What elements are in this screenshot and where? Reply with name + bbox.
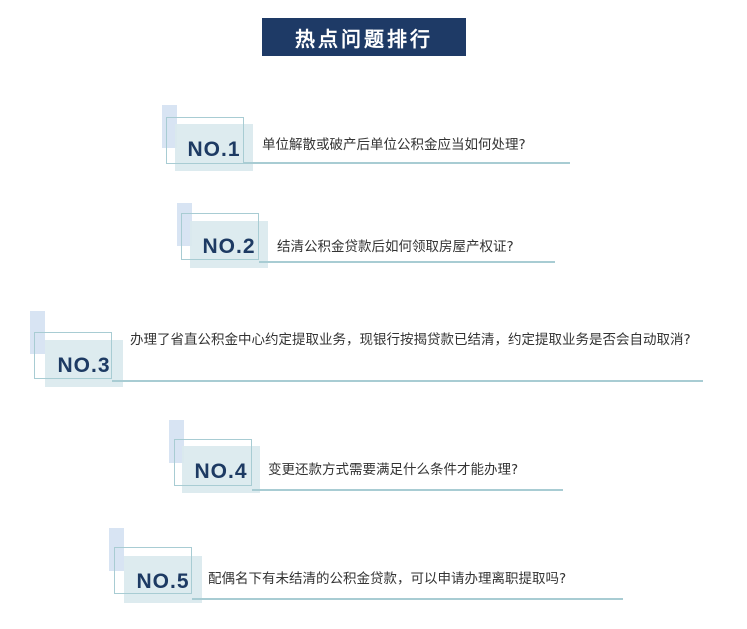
rank-box-outline [34,332,112,379]
question-text[interactable]: 配偶名下有未结清的公积金贷款，可以申请办理离职提取吗? [208,571,567,587]
rank-label: NO.3 [57,353,111,377]
rank-label: NO.5 [136,569,190,593]
underline [244,162,570,164]
decor-bar [109,528,124,571]
rank-box-fill [124,556,202,603]
rank-box-outline [114,547,192,594]
decor-bar [169,420,184,463]
rank-box-outline [174,439,252,486]
page-title: 热点问题排行 [262,18,466,56]
rank-box-outline [181,213,259,260]
rank-box-outline [166,117,244,164]
question-text[interactable]: 变更还款方式需要满足什么条件才能办理? [268,462,519,478]
rank-box-fill [190,221,268,268]
rank-box-fill [45,340,123,387]
decor-bar [162,105,177,148]
question-text[interactable]: 结清公积金贷款后如何领取房屋产权证? [277,239,514,255]
underline [192,598,623,600]
rank-label: NO.4 [194,459,248,483]
rank-label: NO.1 [187,137,241,161]
question-text[interactable]: 办理了省直公积金中心约定提取业务，现银行按揭贷款已结清，约定提取业务是否会自动取… [130,332,691,348]
underline [112,380,703,382]
underline [259,261,555,263]
question-text[interactable]: 单位解散或破产后单位公积金应当如何处理? [262,137,526,153]
rank-label: NO.2 [202,234,256,258]
underline [252,489,563,491]
